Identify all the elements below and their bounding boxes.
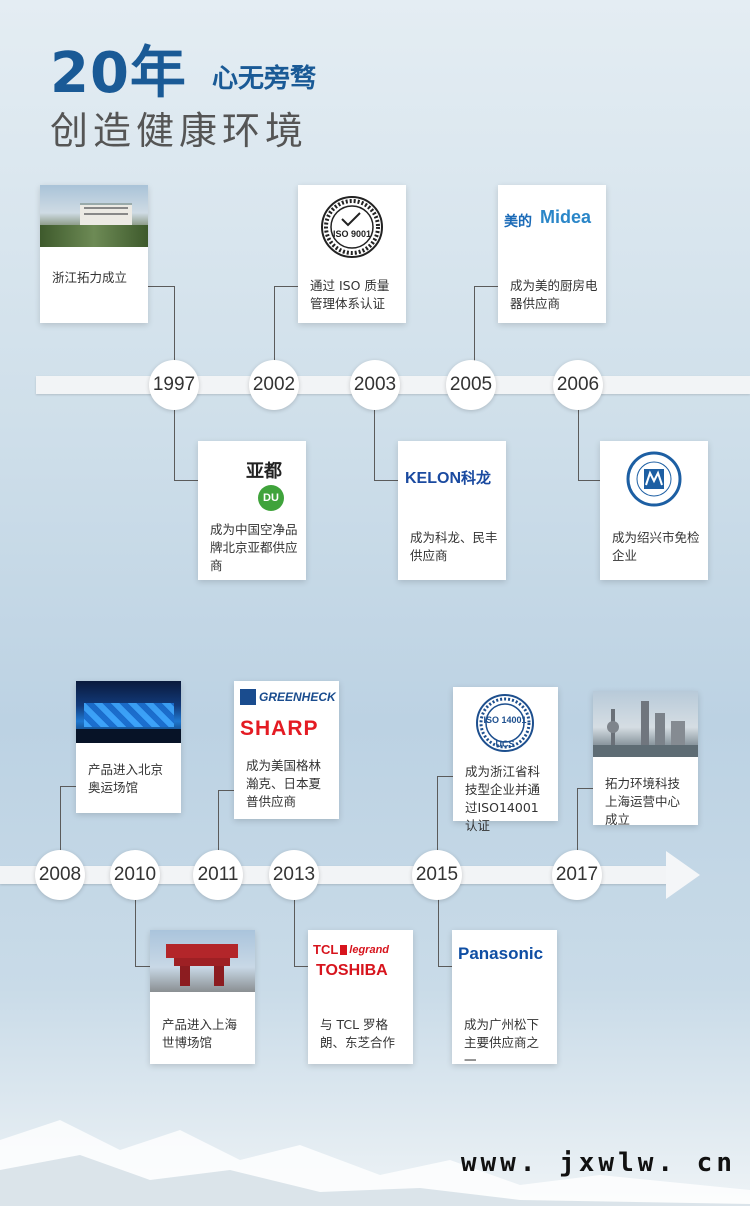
greenheck-text: GREENHECK <box>259 690 336 704</box>
card-text: 拓力环境科技上海运营中心成立 <box>605 776 681 827</box>
yadu-logo: 亚都 <box>246 461 282 482</box>
iso9001-logo-icon <box>321 196 383 258</box>
timeline-arrow-icon <box>666 851 700 899</box>
card-2011-greenheck-sharp: GREENHECK SHARP 成为美国格林瀚克、日本夏普供应商 <box>234 681 339 819</box>
card-2008-olympic: 产品进入北京奥运场馆 <box>76 681 181 813</box>
card-2003-kelon: KELON科龙 成为科龙、民丰供应商 <box>398 441 506 580</box>
card-text: 成为绍兴市免检企业 <box>612 530 700 563</box>
card-text: 浙江拓力成立 <box>52 270 128 285</box>
card-2015-iso14001: ISO 14001 UCS 成为浙江省科技型企业并通过ISO14001 认证 <box>453 687 558 833</box>
card-text: 成为科龙、民丰供应商 <box>410 530 498 563</box>
connector-2006-down <box>578 408 601 481</box>
shanghai-skyline-photo <box>593 691 698 757</box>
legrand-logo: legrand <box>349 943 390 956</box>
connector-2017-up <box>577 788 594 851</box>
card-2002-iso: ISO 9001 通过 ISO 质量管理体系认证 <box>298 185 406 323</box>
connector-2005-up <box>474 286 499 361</box>
china-pavilion-photo <box>150 930 255 992</box>
connector-2013-down <box>294 898 309 967</box>
card-text: 成为美的厨房电器供应商 <box>510 278 598 311</box>
year-2010: 2010 <box>110 850 160 900</box>
header-year-title: 20年 <box>50 41 187 106</box>
inspection-exempt-seal-icon <box>626 451 682 507</box>
year-2005: 2005 <box>446 360 496 410</box>
kelon-en: KELON <box>405 470 461 487</box>
du-logo: DU <box>258 485 284 511</box>
card-text: 成为美国格林瀚克、日本夏普供应商 <box>246 758 322 809</box>
connector-2003-down <box>374 408 399 481</box>
iso14001-label: ISO 14001 <box>483 715 527 725</box>
connector-2010-down <box>135 898 150 967</box>
year-2017: 2017 <box>552 850 602 900</box>
card-2005-midea: 美的 Midea 成为美的厨房电器供应商 <box>498 185 606 323</box>
year-2002: 2002 <box>249 360 299 410</box>
header-subtitle: 创造健康环境 <box>50 109 309 153</box>
card-text: 成为浙江省科技型企业并通过ISO14001 认证 <box>465 764 541 833</box>
connector-2008-up <box>60 786 77 851</box>
card-1997-founded: 浙江拓力成立 <box>40 185 148 323</box>
card-text: 通过 ISO 质量管理体系认证 <box>310 278 390 311</box>
toshiba-logo: TOSHIBA <box>316 962 388 979</box>
greenheck-logo: GREENHECK <box>240 689 336 705</box>
sharp-logo: SHARP <box>240 717 319 740</box>
card-2015-panasonic: Panasonic 成为广州松下主要供应商之一 <box>452 930 557 1068</box>
connector-2015-down <box>438 898 453 967</box>
year-2003: 2003 <box>350 360 400 410</box>
water-cube-photo <box>76 681 181 743</box>
factory-photo <box>40 185 148 247</box>
card-text: 成为广州松下主要供应商之一 <box>464 1017 540 1068</box>
connector-2015-up <box>437 776 454 851</box>
panasonic-logo: Panasonic <box>458 944 544 963</box>
year-1997: 1997 <box>149 360 199 410</box>
iso14001-logo-icon <box>476 694 534 752</box>
connector-1997-up <box>148 286 175 373</box>
year-2013: 2013 <box>269 850 319 900</box>
card-text: 产品进入北京奥运场馆 <box>88 762 164 795</box>
connector-1997-down <box>174 408 199 481</box>
year-2008: 2008 <box>35 850 85 900</box>
footer-url[interactable]: www. jxwlw. cn <box>460 1148 736 1178</box>
timeline-bar-2 <box>0 866 668 884</box>
midea-en-logo: Midea <box>540 207 592 227</box>
card-text: 产品进入上海世博场馆 <box>162 1017 238 1050</box>
kelon-cn: 科龙 <box>461 469 492 487</box>
iso9001-label: ISO 9001 <box>332 229 372 239</box>
year-2011: 2011 <box>193 850 243 900</box>
tcl-logo: TCL <box>313 942 339 957</box>
midea-cn-logo: 美的 <box>504 214 532 230</box>
ucs-label: UCS <box>495 739 515 749</box>
header-slogan: 心无旁骛 <box>212 64 317 94</box>
card-2010-expo: 产品进入上海世博场馆 <box>150 930 255 1064</box>
card-2006-exempt: 成为绍兴市免检企业 <box>600 441 708 580</box>
connector-2011-up <box>218 790 235 851</box>
kelon-logo: KELON科龙 <box>405 467 491 488</box>
card-2017-shanghai: 拓力环境科技上海运营中心成立 <box>593 691 698 827</box>
card-text: 成为中国空净品牌北京亚都供应商 <box>210 522 298 573</box>
card-1997-yadu: 亚都 DU 成为中国空净品牌北京亚都供应商 <box>198 441 306 580</box>
year-2006: 2006 <box>553 360 603 410</box>
mountain-landscape-icon <box>0 1120 750 1206</box>
connector-2002-up <box>274 286 299 361</box>
card-2013-tcl-toshiba: TCL legrand TOSHIBA 与 TCL 罗格朗、东芝合作 <box>308 930 413 1064</box>
tcl-legrand-logo: TCL legrand <box>313 942 389 957</box>
card-text: 与 TCL 罗格朗、东芝合作 <box>320 1017 396 1050</box>
year-2015: 2015 <box>412 850 462 900</box>
